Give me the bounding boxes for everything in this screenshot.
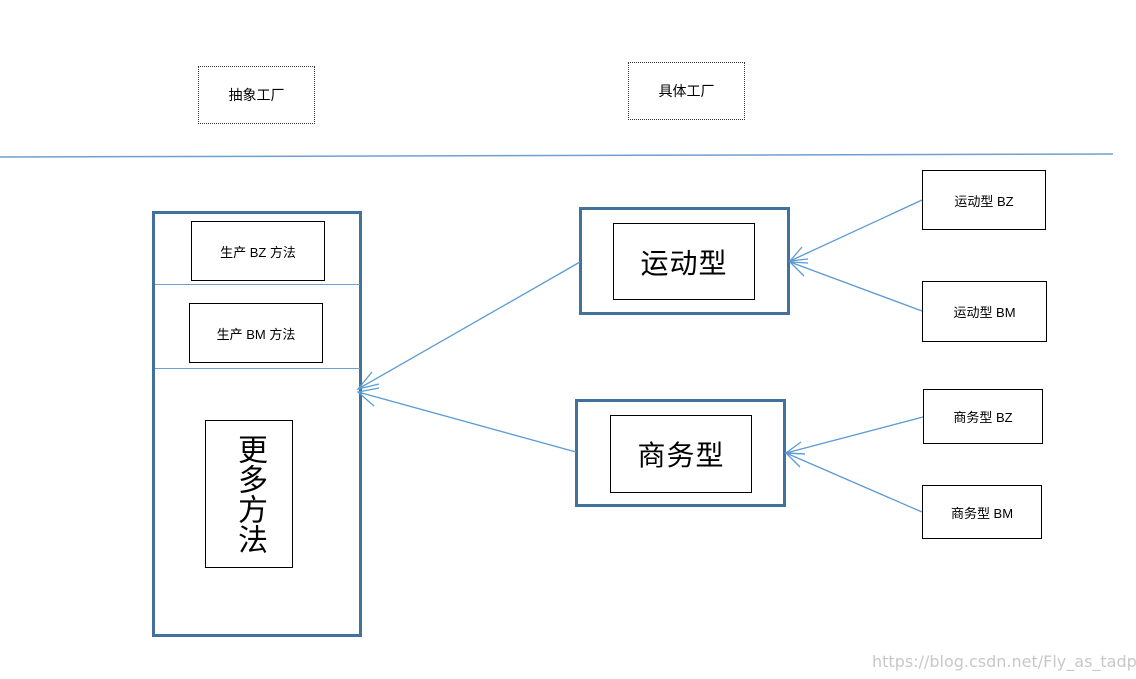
business-factory-frame bbox=[575, 399, 786, 507]
abstract-product-frame bbox=[152, 211, 362, 637]
product-business-bz-label: 商务型 BZ bbox=[953, 410, 1013, 425]
header-divider-line bbox=[0, 153, 1114, 158]
arrow-business-to-abstract bbox=[356, 387, 577, 453]
abstract-product-divider-2 bbox=[155, 368, 360, 369]
concrete-factory-label: 具体工厂 bbox=[628, 62, 745, 120]
watermark-text: https://blog.csdn.net/Fly_as_tadpole bbox=[872, 652, 1136, 671]
abstract-factory-text: 抽象工厂 bbox=[228, 87, 285, 103]
more-methods-label: 更多方法 bbox=[232, 434, 267, 554]
method-bz-box: 生产 BZ 方法 bbox=[191, 221, 325, 281]
sports-factory-frame bbox=[579, 207, 790, 315]
arrow-sports-bz-to-sports bbox=[788, 199, 923, 262]
product-sports-bz-label: 运动型 BZ bbox=[954, 193, 1014, 209]
method-bm-box: 生产 BM 方法 bbox=[189, 303, 323, 363]
concrete-factory-text: 具体工厂 bbox=[658, 83, 715, 99]
sports-factory-label: 运动型 bbox=[640, 246, 728, 280]
arrow-business-bm-to-business bbox=[784, 452, 923, 513]
method-bm-label: 生产 BM 方法 bbox=[216, 326, 296, 342]
business-factory-label: 商务型 bbox=[637, 439, 725, 472]
product-business-bz: 商务型 BZ bbox=[923, 389, 1043, 444]
product-business-bm-label: 商务型 BM bbox=[950, 505, 1014, 521]
abstract-product-divider-1 bbox=[155, 284, 360, 285]
method-bz-label: 生产 BZ 方法 bbox=[220, 244, 296, 260]
arrow-sports-bm-to-sports bbox=[788, 261, 923, 312]
abstract-factory-label: 抽象工厂 bbox=[198, 66, 315, 124]
product-business-bm: 商务型 BM bbox=[922, 485, 1042, 539]
sports-factory-box: 运动型 bbox=[613, 223, 755, 300]
more-methods-box: 更多方法 bbox=[205, 420, 293, 568]
product-sports-bz: 运动型 BZ bbox=[922, 170, 1046, 230]
arrow-sports-to-abstract bbox=[356, 261, 581, 391]
arrow-business-bz-to-business bbox=[784, 416, 924, 455]
product-sports-bm-label: 运动型 BM bbox=[953, 305, 1016, 320]
product-sports-bm: 运动型 BM bbox=[922, 281, 1047, 342]
business-factory-box: 商务型 bbox=[610, 415, 752, 493]
